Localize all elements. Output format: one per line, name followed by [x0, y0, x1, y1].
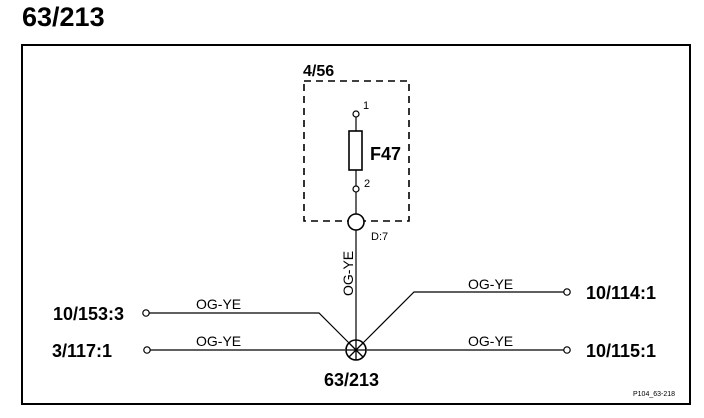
- fuse-pin1-label: 1: [363, 100, 369, 112]
- fuse-label: F47: [370, 144, 401, 164]
- page-title: 63/213: [22, 2, 105, 32]
- component-box: [303, 80, 410, 222]
- diagram-frame: [21, 44, 691, 405]
- splice-icon: [345, 339, 367, 361]
- terminal-right-upper-circle: [563, 288, 571, 296]
- left-upper-wire: [149, 312, 351, 345]
- left-upper-wire-color-label: OG-YE: [196, 296, 241, 312]
- fuse-body: [348, 130, 363, 171]
- terminal-right-upper-label: 10/114:1: [586, 283, 656, 303]
- right-lower-wire-color-label: OG-YE: [468, 333, 513, 349]
- fuse-pin2-terminal: [352, 185, 360, 193]
- terminal-left-lower-circle: [143, 346, 151, 354]
- vertical-wire-color-label: OG-YE: [340, 251, 356, 296]
- figure-id: P104_63-218: [633, 391, 675, 398]
- terminal-right-lower-label: 10/115:1: [586, 341, 656, 361]
- splice-label: 63/213: [324, 370, 379, 390]
- fuse-pin1-terminal: [352, 110, 360, 118]
- terminal-left-upper-label: 10/153:3: [53, 304, 124, 324]
- left-lower-wire-color-label: OG-YE: [196, 333, 241, 349]
- fuse-pin2-label: 2: [364, 178, 370, 190]
- terminal-left-upper-circle: [142, 309, 150, 317]
- connector-label: D:7: [371, 231, 388, 243]
- right-upper-wire-color-label: OG-YE: [468, 276, 513, 292]
- component-ref-label: 4/56: [303, 63, 334, 80]
- terminal-right-lower-circle: [563, 346, 571, 354]
- connector-circle: [347, 213, 365, 231]
- terminal-left-lower-label: 3/117:1: [52, 341, 112, 361]
- right-upper-wire: [361, 291, 564, 345]
